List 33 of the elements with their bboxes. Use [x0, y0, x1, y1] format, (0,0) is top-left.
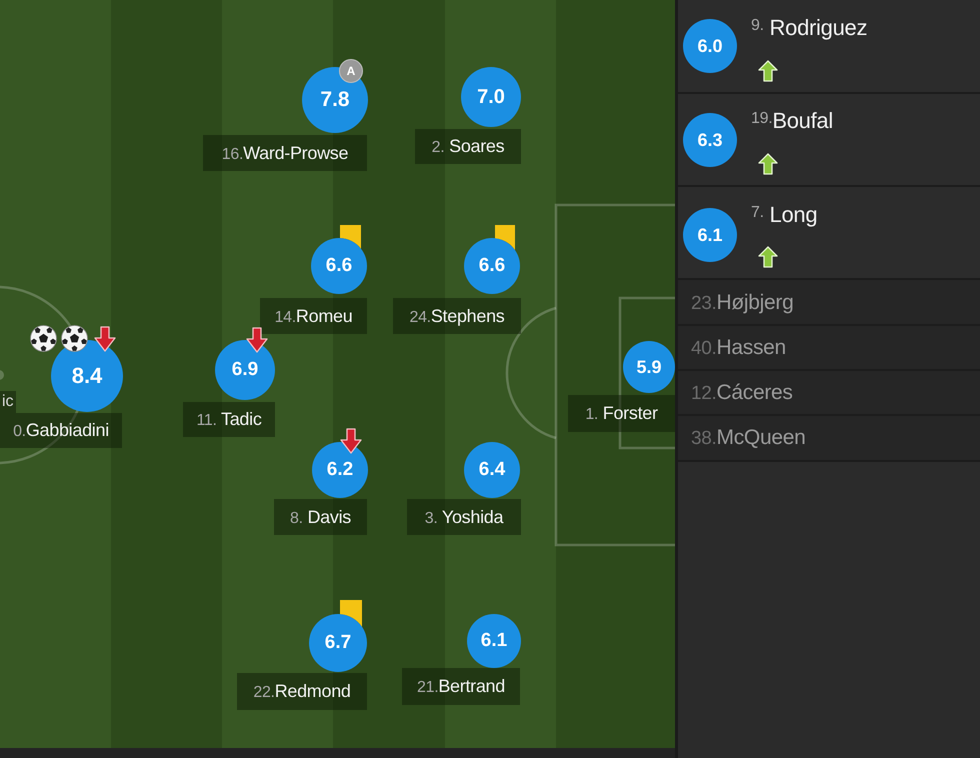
- rating-circle: 6.0: [683, 19, 737, 73]
- rating-circle: 6.1: [683, 208, 737, 262]
- rating-circle: 8.4: [51, 340, 123, 412]
- rating-circle: 6.2: [312, 442, 368, 498]
- player-name: 8. Davis: [274, 499, 367, 535]
- player-name: 21.Bertrand: [402, 668, 520, 705]
- player-name: $^{19.}$Boufal: [751, 108, 833, 134]
- captain-badge: A: [339, 59, 363, 83]
- player-name: 0.Gabbiadini: [0, 413, 122, 448]
- player-name: $^{9.}$ Rodriguez: [751, 15, 868, 41]
- rating-circle: 6.6: [311, 238, 367, 294]
- player-name: ic: [0, 391, 16, 413]
- player-name: 3. Yoshida: [407, 499, 521, 535]
- player-name: 14.Romeu: [260, 298, 367, 334]
- rating-circle: 6.9: [215, 340, 275, 400]
- rating-circle: 6.6: [464, 238, 520, 294]
- player-name: 24.Stephens: [393, 298, 521, 334]
- player-name: 1. Forster: [568, 395, 675, 432]
- player-name: 22.Redmond: [237, 673, 367, 710]
- player-name: 40.Hassen: [691, 335, 786, 361]
- player-name: 2. Soares: [415, 129, 521, 164]
- player-name: 23.Højbjerg: [691, 290, 794, 316]
- player-name: 16.Ward-Prowse: [203, 135, 367, 171]
- rating-circle: 6.7: [309, 614, 367, 672]
- player-name: 12.Cáceres: [691, 380, 793, 406]
- player-name: $^{7.}$ Long: [751, 202, 818, 228]
- player-name: 11. Tadic: [183, 402, 275, 437]
- player-name: 38.McQueen: [691, 425, 806, 451]
- rating-circle: 6.1: [467, 614, 521, 668]
- rating-circle: 6.3: [683, 113, 737, 167]
- rating-circle: 6.4: [464, 442, 520, 498]
- rating-circle: 5.9: [623, 341, 675, 393]
- rating-circle: 7.0: [461, 67, 521, 127]
